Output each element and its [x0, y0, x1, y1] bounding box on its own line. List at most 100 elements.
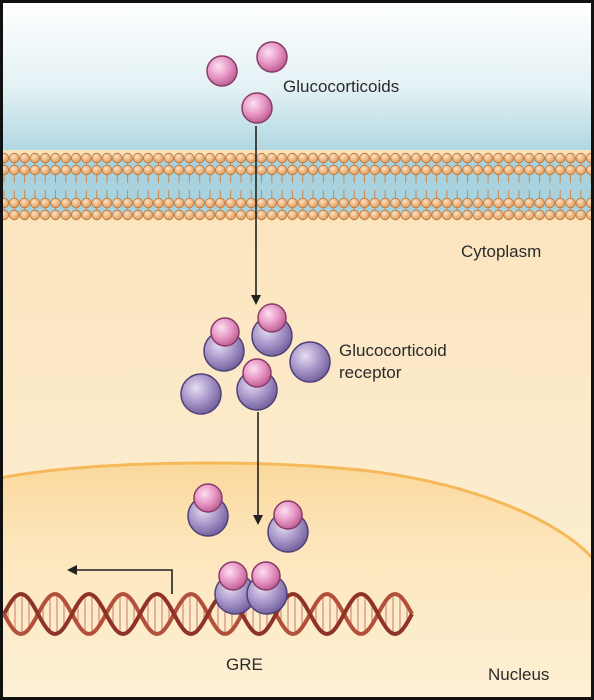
lipid-head: [462, 164, 473, 176]
lipid-head: [297, 152, 308, 164]
lipid-head: [328, 164, 339, 176]
lipid-head: [70, 152, 82, 164]
lipid-head: [184, 197, 195, 209]
lipid-head: [555, 164, 566, 176]
lipid-head: [318, 209, 329, 221]
lipid-head: [452, 152, 463, 164]
lipid-head: [338, 164, 350, 176]
lipid-head: [390, 164, 401, 176]
lipid-head: [513, 209, 525, 221]
lipid-head: [276, 164, 288, 176]
lipid-head: [101, 152, 113, 164]
lipid-head: [194, 209, 205, 221]
lipid-head: [50, 152, 61, 164]
lipid-head: [142, 209, 154, 221]
lipid-head: [153, 164, 164, 176]
lipid-head: [482, 164, 494, 176]
lipid-head: [369, 209, 381, 221]
lipid-head: [91, 197, 102, 209]
lipid-head: [513, 197, 525, 209]
lipid-head: [503, 152, 514, 164]
lipid-head: [215, 164, 226, 176]
lipid-head: [276, 197, 288, 209]
lipid-head: [184, 209, 195, 221]
lipid-head: [379, 152, 391, 164]
lipid-head: [245, 152, 257, 164]
lipid-head: [544, 152, 556, 164]
label-glucocorticoids: Glucocorticoids: [283, 77, 400, 96]
lipid-head: [70, 164, 82, 176]
lipid-head: [245, 209, 257, 221]
lipid-head: [379, 197, 391, 209]
lipid-head: [163, 152, 175, 164]
lipid-head: [410, 209, 422, 221]
lipid-head: [503, 164, 514, 176]
lipid-head: [29, 209, 41, 221]
lipid-head: [132, 197, 144, 209]
lipid-head: [318, 197, 329, 209]
lipid-head: [555, 152, 566, 164]
lipid-head: [482, 152, 494, 164]
lipid-head: [266, 152, 278, 164]
lipid-head: [482, 209, 494, 221]
lipid-head: [575, 209, 587, 221]
lipid-head: [9, 197, 20, 209]
lipid-head: [410, 152, 422, 164]
lipid-head: [70, 197, 82, 209]
lipid-head: [163, 197, 175, 209]
lipid-head: [266, 164, 278, 176]
lipid-head: [50, 164, 61, 176]
lipid-head: [462, 197, 473, 209]
label-cytoplasm: Cytoplasm: [461, 242, 542, 261]
lipid-head: [112, 209, 123, 221]
lipid-head: [328, 152, 339, 164]
lipid-head: [328, 197, 339, 209]
lipid-head: [40, 209, 51, 221]
lipid-head: [390, 152, 401, 164]
lipid-head: [462, 152, 473, 164]
lipid-head: [122, 152, 133, 164]
lipid-head: [142, 164, 154, 176]
bound-glucocorticoid: [257, 303, 287, 333]
lipid-head: [555, 209, 566, 221]
lipid-head: [173, 164, 185, 176]
lipid-head: [29, 152, 41, 164]
lipid-head: [452, 209, 463, 221]
lipid-head: [297, 197, 308, 209]
lipid-head: [307, 197, 319, 209]
lipid-head: [215, 197, 226, 209]
lipid-head: [194, 164, 205, 176]
lipid-head: [472, 209, 484, 221]
lipid-head: [472, 197, 484, 209]
lipid-head: [101, 209, 113, 221]
lipid-head: [390, 197, 401, 209]
lipid-head: [215, 209, 226, 221]
lipid-head: [40, 152, 51, 164]
lipid-head: [379, 209, 391, 221]
dna-strand: [2, 592, 414, 636]
lipid-head: [503, 197, 514, 209]
lipid-head: [482, 197, 494, 209]
lipid-head: [534, 209, 545, 221]
lipid-head: [19, 164, 30, 176]
lipid-head: [60, 164, 72, 176]
lipid-head: [503, 209, 514, 221]
lipid-head: [338, 197, 350, 209]
lipid-head: [472, 152, 484, 164]
lipid-head: [318, 164, 329, 176]
label-receptor-line1: Glucocorticoid: [339, 341, 447, 360]
lipid-head: [441, 209, 453, 221]
lipid-head: [112, 152, 123, 164]
lipid-head: [132, 164, 144, 176]
glucocorticoid-molecule: [256, 41, 288, 73]
lipid-head: [70, 209, 82, 221]
lipid-head: [410, 164, 422, 176]
lipid-head: [421, 197, 432, 209]
lipid-head: [307, 164, 319, 176]
cell-membrane: [0, 152, 594, 221]
lipid-head: [524, 209, 535, 221]
lipid-head: [81, 197, 92, 209]
lipid-head: [318, 152, 329, 164]
dna-double-helix: [2, 592, 414, 636]
